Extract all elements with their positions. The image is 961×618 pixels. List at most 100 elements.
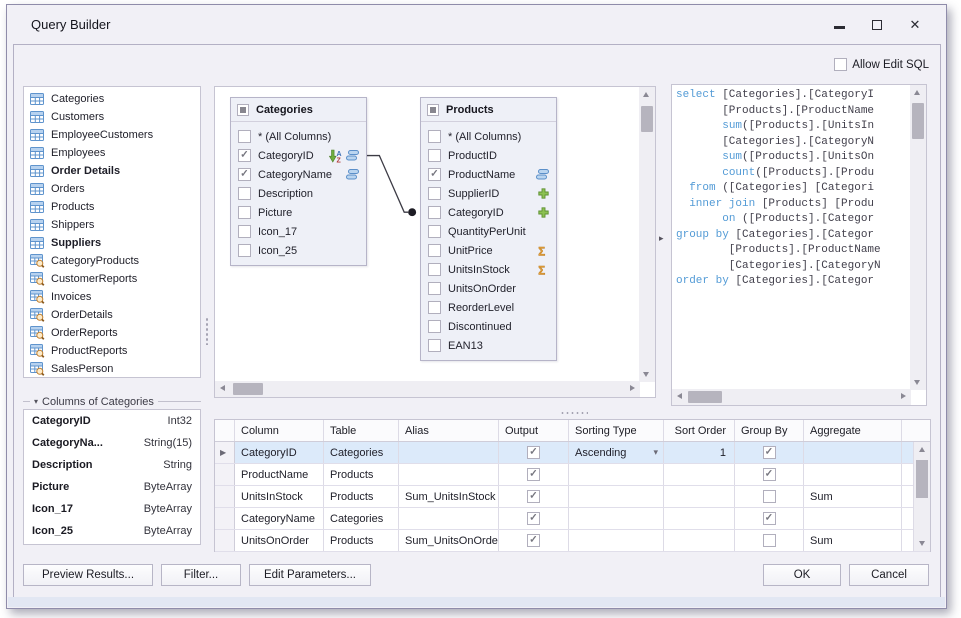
output-checkbox[interactable]: ✓ bbox=[527, 490, 540, 503]
cell-output[interactable]: ✓ bbox=[499, 442, 569, 463]
column-checkbox[interactable] bbox=[238, 206, 251, 219]
node-column-row[interactable]: * (All Columns) bbox=[421, 127, 556, 146]
grid-row[interactable]: CategoryNameCategories✓✓ bbox=[215, 508, 930, 530]
ok-button[interactable]: OK bbox=[763, 564, 841, 586]
node-header[interactable]: Categories bbox=[231, 98, 366, 122]
cell-group-by[interactable]: ✓ bbox=[735, 508, 804, 529]
tables-list-item[interactable]: Order Details bbox=[24, 162, 200, 180]
tables-list-item[interactable]: ProductReports bbox=[24, 342, 200, 360]
node-column-row[interactable]: ✓CategoryIDAZ bbox=[231, 146, 366, 165]
cell-alias[interactable]: Sum_UnitsOnOrder bbox=[399, 530, 499, 551]
allow-edit-sql-option[interactable]: Allow Edit SQL bbox=[834, 58, 929, 71]
column-info-row[interactable]: PictureByteArray bbox=[24, 476, 200, 498]
group-by-checkbox[interactable] bbox=[763, 490, 776, 503]
diagram-vertical-scrollbar[interactable] bbox=[639, 87, 655, 382]
maximize-button[interactable] bbox=[864, 12, 890, 38]
cell-alias[interactable] bbox=[399, 442, 499, 463]
column-checkbox[interactable]: ✓ bbox=[428, 168, 441, 181]
tables-list-item[interactable]: EmployeeCustomers bbox=[24, 126, 200, 144]
grid-row[interactable]: UnitsInStockProductsSum_UnitsInStock✓Sum bbox=[215, 486, 930, 508]
grid-header-cell[interactable]: Output bbox=[499, 420, 569, 441]
sql-vertical-scrollbar[interactable] bbox=[910, 85, 926, 390]
collapse-arrow-icon[interactable]: ▾ bbox=[34, 397, 38, 406]
cell-sort-order[interactable] bbox=[664, 486, 735, 507]
cell-sorting-type[interactable] bbox=[569, 464, 664, 485]
tables-list-item[interactable]: Shippers bbox=[24, 216, 200, 234]
tables-list-item[interactable]: CustomerReports bbox=[24, 270, 200, 288]
grid-vertical-scrollbar[interactable] bbox=[913, 442, 930, 551]
grid-header-cell[interactable]: Aggregate bbox=[804, 420, 902, 441]
node-column-row[interactable]: ✓ProductName bbox=[421, 165, 556, 184]
node-column-row[interactable]: Description bbox=[231, 184, 366, 203]
node-select-all-checkbox[interactable] bbox=[237, 104, 249, 116]
grid-header-cell[interactable]: Sorting Type bbox=[569, 420, 664, 441]
cell-alias[interactable] bbox=[399, 464, 499, 485]
output-checkbox[interactable]: ✓ bbox=[527, 446, 540, 459]
grid-header-cell[interactable]: Group By bbox=[735, 420, 804, 441]
grid-splitter-grip[interactable] bbox=[560, 411, 588, 415]
tables-list-item[interactable]: Employees bbox=[24, 144, 200, 162]
output-checkbox[interactable]: ✓ bbox=[527, 468, 540, 481]
column-info-row[interactable]: Icon_25ByteArray bbox=[24, 520, 200, 542]
cell-output[interactable]: ✓ bbox=[499, 464, 569, 485]
edit-parameters-button[interactable]: Edit Parameters... bbox=[249, 564, 371, 586]
tables-list-item[interactable]: SalesPerson bbox=[24, 360, 200, 378]
tables-list-item[interactable]: Customers bbox=[24, 108, 200, 126]
output-checkbox[interactable]: ✓ bbox=[527, 534, 540, 547]
column-checkbox[interactable] bbox=[428, 206, 441, 219]
allow-edit-sql-checkbox[interactable] bbox=[834, 58, 847, 71]
cell-table[interactable]: Products bbox=[324, 530, 399, 551]
column-checkbox[interactable] bbox=[428, 282, 441, 295]
table-node-categories[interactable]: Categories * (All Columns)✓CategoryIDAZ✓… bbox=[230, 97, 367, 266]
diagram-canvas[interactable]: Categories * (All Columns)✓CategoryIDAZ✓… bbox=[214, 86, 656, 398]
cell-sort-order[interactable] bbox=[664, 464, 735, 485]
cell-aggregate[interactable] bbox=[804, 442, 902, 463]
cell-column[interactable]: CategoryID bbox=[235, 442, 324, 463]
node-header[interactable]: Products bbox=[421, 98, 556, 122]
group-by-checkbox[interactable] bbox=[763, 534, 776, 547]
node-column-row[interactable]: * (All Columns) bbox=[231, 127, 366, 146]
node-column-row[interactable]: Discontinued bbox=[421, 317, 556, 336]
node-column-row[interactable]: Icon_17 bbox=[231, 222, 366, 241]
cancel-button[interactable]: Cancel bbox=[849, 564, 929, 586]
column-checkbox[interactable] bbox=[238, 244, 251, 257]
column-checkbox[interactable] bbox=[428, 130, 441, 143]
cell-column[interactable]: ProductName bbox=[235, 464, 324, 485]
grid-row[interactable]: ▶CategoryIDCategories✓Ascending▾1✓ bbox=[215, 442, 930, 464]
diagram-horizontal-scrollbar[interactable] bbox=[215, 381, 640, 397]
cell-sorting-type[interactable] bbox=[569, 508, 664, 529]
sidebar-splitter-grip[interactable] bbox=[205, 317, 209, 345]
column-checkbox[interactable] bbox=[428, 301, 441, 314]
cell-column[interactable]: UnitsInStock bbox=[235, 486, 324, 507]
node-column-row[interactable]: UnitsOnOrder bbox=[421, 279, 556, 298]
column-checkbox[interactable] bbox=[428, 187, 441, 200]
table-node-products[interactable]: Products * (All Columns)ProductID✓Produc… bbox=[420, 97, 557, 361]
cell-aggregate[interactable] bbox=[804, 464, 902, 485]
cell-aggregate[interactable] bbox=[804, 508, 902, 529]
cell-aggregate[interactable]: Sum bbox=[804, 530, 902, 551]
group-by-checkbox[interactable]: ✓ bbox=[763, 468, 776, 481]
node-column-row[interactable]: ReorderLevel bbox=[421, 298, 556, 317]
cell-alias[interactable] bbox=[399, 508, 499, 529]
tables-list-item[interactable]: OrderReports bbox=[24, 324, 200, 342]
grid-row[interactable]: UnitsOnOrderProductsSum_UnitsOnOrder✓Sum bbox=[215, 530, 930, 552]
node-column-row[interactable]: Icon_25 bbox=[231, 241, 366, 260]
grid-header-cell[interactable]: Table bbox=[324, 420, 399, 441]
node-column-row[interactable]: ✓CategoryName bbox=[231, 165, 366, 184]
column-checkbox[interactable] bbox=[238, 225, 251, 238]
cell-sorting-type[interactable] bbox=[569, 530, 664, 551]
cell-column[interactable]: CategoryName bbox=[235, 508, 324, 529]
group-by-checkbox[interactable]: ✓ bbox=[763, 446, 776, 459]
cell-table[interactable]: Products bbox=[324, 486, 399, 507]
cell-sort-order[interactable] bbox=[664, 530, 735, 551]
node-column-row[interactable]: EAN13 bbox=[421, 336, 556, 355]
column-info-row[interactable]: DescriptionString bbox=[24, 454, 200, 476]
grid-row[interactable]: ProductNameProducts✓✓ bbox=[215, 464, 930, 486]
minimize-button[interactable] bbox=[826, 12, 852, 38]
column-checkbox[interactable] bbox=[238, 187, 251, 200]
cell-output[interactable]: ✓ bbox=[499, 486, 569, 507]
sql-splitter-arrow-icon[interactable]: ▸ bbox=[659, 233, 664, 244]
close-button[interactable]: ✕ bbox=[902, 12, 928, 38]
tables-list-item[interactable]: Suppliers bbox=[24, 234, 200, 252]
cell-sort-order[interactable] bbox=[664, 508, 735, 529]
